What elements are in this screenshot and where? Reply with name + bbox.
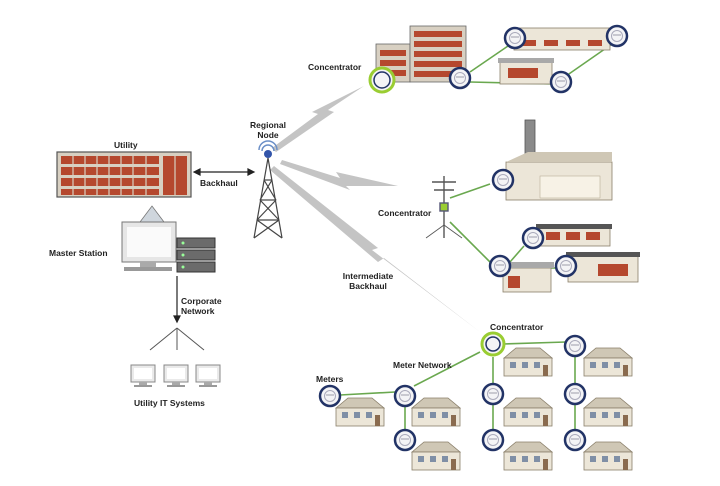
- corporate-network-label: Corporate Network: [181, 296, 222, 316]
- utility-building-icon: [56, 151, 192, 198]
- shop-building-icon: [500, 262, 554, 293]
- intermediate-backhaul-label-line2: Backhaul: [349, 281, 387, 291]
- regional-node-label: Regional Node: [246, 120, 290, 140]
- backhaul-label: Backhaul: [200, 178, 238, 188]
- intermediate-backhaul-label-line1: Intermediate: [342, 271, 394, 281]
- utility-pole-icon: [425, 176, 463, 239]
- backhaul-arrow: [192, 168, 256, 176]
- master-station-label: Master Station: [49, 248, 108, 258]
- concentrator-top: [368, 66, 396, 94]
- factory-icon: [505, 119, 613, 201]
- master-station-icon: [121, 205, 177, 271]
- utility-it-systems-label: Utility IT Systems: [134, 398, 205, 408]
- concentrator-middle-label: Concentrator: [378, 208, 432, 218]
- corporate-network-arrow: [173, 276, 181, 324]
- corporate-network-label-line2: Network: [181, 306, 215, 316]
- concentrator-top-label: Concentrator: [308, 62, 362, 72]
- commercial-building-icon: [513, 27, 611, 51]
- server-rack-icon: [176, 237, 216, 273]
- radio-tower-icon: [253, 140, 283, 239]
- concentrator-bottom-label: Concentrator: [490, 322, 544, 332]
- it-fanout-lines: [149, 327, 205, 351]
- regional-node-label-line1: Regional: [250, 120, 286, 130]
- workstation-icon: [130, 364, 221, 388]
- link-to-top-concentrator: [272, 86, 364, 152]
- meters-label: Meters: [316, 374, 344, 384]
- backhaul-links: [270, 86, 480, 332]
- shop-building-icon: [566, 252, 640, 283]
- shop-building-icon: [498, 58, 554, 85]
- meter-network-label: Meter Network: [393, 360, 452, 370]
- concentrator-bottom: [480, 331, 506, 357]
- intermediate-backhaul-label: Intermediate Backhaul: [338, 271, 398, 291]
- utility-label: Utility: [114, 140, 138, 150]
- regional-node-label-line2: Node: [257, 130, 279, 140]
- shop-building-icon: [536, 224, 612, 247]
- link-to-bottom-concentrator: [270, 166, 480, 332]
- house-icon: [335, 347, 633, 471]
- link-to-middle-concentrator: [280, 160, 398, 190]
- corporate-network-label-line1: Corporate: [181, 296, 222, 306]
